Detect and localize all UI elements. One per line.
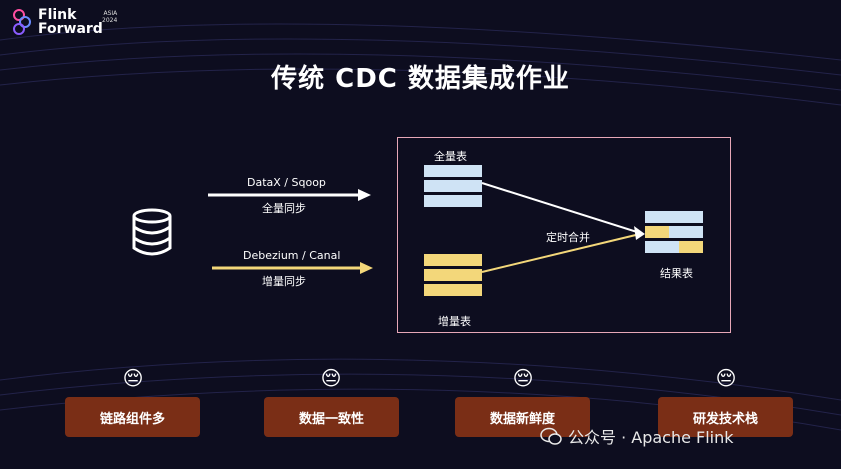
table-row — [645, 226, 703, 238]
full-table — [424, 165, 482, 210]
wechat-icon — [540, 427, 562, 445]
logo-badge-line1: ASIA — [103, 10, 118, 17]
sad-face-icon: 😔 — [122, 366, 144, 390]
problem-tag: 数据新鲜度 — [455, 397, 590, 437]
problem-tag: 数据一致性 — [264, 397, 399, 437]
flink-logo-icon — [13, 9, 31, 35]
page-title: 传统 CDC 数据集成作业 — [271, 64, 570, 94]
logo-line2: Forward — [38, 21, 103, 37]
table-row — [424, 254, 482, 266]
logo-badge: ASIA 2024 — [102, 10, 117, 24]
merge-label: 定时合并 — [546, 231, 590, 244]
incremental-table — [424, 254, 482, 299]
result-table-label: 结果表 — [660, 267, 693, 280]
problem-tag: 研发技术栈 — [658, 397, 793, 437]
incremental-sync-tool-label: Debezium / Canal — [243, 249, 341, 262]
table-row — [424, 180, 482, 192]
full-sync-tool-label: DataX / Sqoop — [247, 176, 326, 189]
table-row — [424, 269, 482, 281]
full-sync-arrow — [208, 189, 371, 201]
database-icon — [132, 208, 172, 256]
table-row — [424, 195, 482, 207]
result-table — [645, 211, 703, 256]
full-sync-label: 全量同步 — [262, 202, 306, 215]
problem-tag: 链路组件多 — [65, 397, 200, 437]
storage-frame — [397, 137, 731, 333]
table-row — [424, 284, 482, 296]
sad-face-icon: 😔 — [320, 366, 342, 390]
sad-face-icon: 😔 — [512, 366, 534, 390]
watermark: 公众号 · Apache Flink — [540, 424, 734, 448]
sad-face-icon: 😔 — [715, 366, 737, 390]
logo-wordmark: Flink Forward — [38, 8, 103, 36]
table-row — [645, 241, 703, 253]
incremental-sync-label: 增量同步 — [262, 275, 306, 288]
full-table-label: 全量表 — [434, 150, 467, 163]
incremental-sync-arrow — [212, 262, 373, 274]
watermark-text: 公众号 · Apache Flink — [568, 428, 734, 447]
logo-badge-line2: 2024 — [102, 17, 118, 24]
logo-line1: Flink — [38, 7, 77, 23]
flink-forward-logo: Flink Forward ASIA 2024 — [12, 8, 117, 36]
table-row — [424, 165, 482, 177]
incremental-table-label: 增量表 — [438, 315, 471, 328]
table-row — [645, 211, 703, 223]
